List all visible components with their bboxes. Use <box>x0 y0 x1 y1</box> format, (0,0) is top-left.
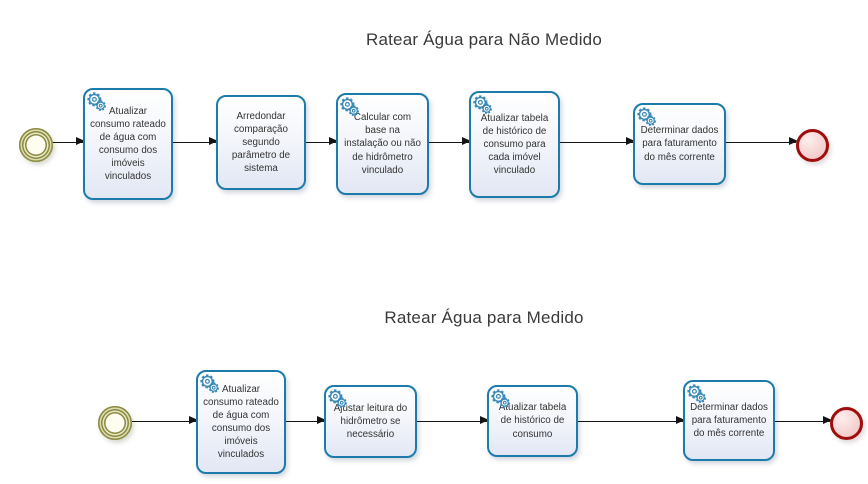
start-event[interactable] <box>19 128 53 162</box>
task-calcular-instalacao-hidrometro[interactable]: Calcular com base na instalação ou não d… <box>336 93 429 195</box>
sequence-flow <box>286 416 326 425</box>
task-determinar-dados-faturamento[interactable]: Determinar dados para faturamento do mês… <box>633 103 726 185</box>
arrowhead-icon <box>626 137 635 146</box>
sequence-flow <box>132 416 198 425</box>
task-label: Atualizar tabela de histórico de consumo… <box>480 112 549 177</box>
task-atualizar-consumo-rateado[interactable]: Atualizar consumo rateado de água com co… <box>83 88 173 200</box>
sequence-flow <box>173 137 218 146</box>
task-arredondar-comparacao[interactable]: Arredondar comparação segundo parâmetro … <box>216 95 306 190</box>
arrowhead-icon <box>209 137 218 146</box>
end-event[interactable] <box>796 129 829 162</box>
flow-title-medido: Ratear Água para Medido <box>384 308 584 327</box>
sequence-flow <box>429 137 471 146</box>
arrowhead-icon <box>76 137 85 146</box>
task-label: Atualizar tabela de histórico de consumo <box>498 402 567 440</box>
task-atualizar-consumo-rateado-medido[interactable]: Atualizar consumo rateado de água com co… <box>196 370 286 474</box>
end-event[interactable] <box>830 407 863 440</box>
arrowhead-icon <box>462 137 471 146</box>
sequence-flow <box>775 416 832 425</box>
sequence-flow <box>306 137 338 146</box>
start-event[interactable] <box>98 406 132 440</box>
task-atualizar-tabela-historico[interactable]: Atualizar tabela de histórico de consumo… <box>469 91 560 198</box>
task-label: Atualizar consumo rateado de água com co… <box>90 105 166 183</box>
flow-title-nao-medido: Ratear Água para Não Medido <box>366 30 602 49</box>
arrowhead-icon <box>329 137 338 146</box>
task-atualizar-tabela-historico-medido[interactable]: Atualizar tabela de histórico de consumo <box>487 385 578 457</box>
sequence-flow <box>726 137 798 146</box>
task-label: Calcular com base na instalação ou não d… <box>344 112 421 176</box>
task-ajustar-leitura-hidrometro[interactable]: Ajustar leitura do hidrômetro se necessá… <box>324 385 417 458</box>
arrowhead-icon <box>789 137 798 146</box>
sequence-flow <box>578 416 685 425</box>
arrowhead-icon <box>480 416 489 425</box>
task-label: Determinar dados para faturamento do mês… <box>690 401 768 439</box>
task-label: Arredondar comparação segundo parâmetro … <box>231 110 291 175</box>
task-label: Ajustar leitura do hidrômetro se necessá… <box>333 402 408 440</box>
task-label: Determinar dados para faturamento do mês… <box>640 125 719 163</box>
task-determinar-dados-faturamento-medido[interactable]: Determinar dados para faturamento do mês… <box>683 380 775 461</box>
sequence-flow <box>560 137 635 146</box>
arrowhead-icon <box>676 416 685 425</box>
sequence-flow <box>417 416 489 425</box>
arrowhead-icon <box>823 416 832 425</box>
arrowhead-icon <box>317 416 326 425</box>
sequence-flow <box>53 137 85 146</box>
task-label: Atualizar consumo rateado de água com co… <box>203 383 279 461</box>
arrowhead-icon <box>189 416 198 425</box>
